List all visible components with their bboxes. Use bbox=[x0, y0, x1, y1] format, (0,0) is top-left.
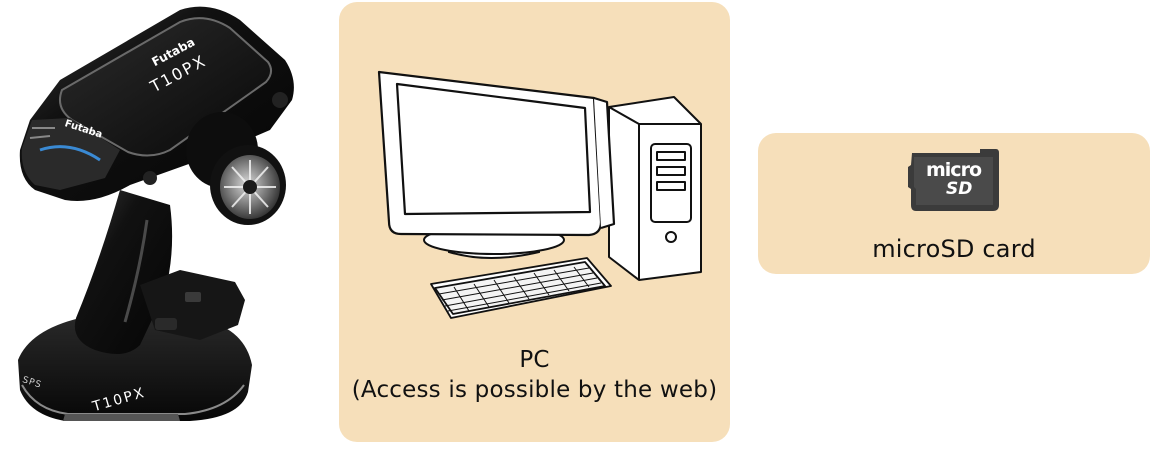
status-light-icon bbox=[39, 145, 101, 162]
base-switch-icon bbox=[155, 318, 177, 330]
transmitter-screen bbox=[59, 17, 272, 157]
microsd-graphic bbox=[908, 149, 999, 211]
pc-caption-note: (Access is possible by the web) bbox=[351, 377, 718, 403]
microsd-panel: micro SD microSD card bbox=[758, 133, 1150, 274]
pc-panel: PC (Access is possible by the web) bbox=[339, 2, 730, 442]
pc-caption: PC (Access is possible by the web) bbox=[339, 345, 730, 405]
pc-icon bbox=[377, 70, 702, 319]
microsd-logo-top: micro bbox=[926, 159, 982, 181]
pc-caption-title: PC bbox=[519, 347, 550, 373]
microsd-logo-bottom: SD bbox=[946, 179, 973, 199]
microsd-card-icon: micro SD bbox=[908, 149, 1000, 215]
transmitter-illustration: Futaba T10PX Futaba T10PX SPS bbox=[0, 0, 300, 449]
keyboard-keys-icon bbox=[438, 266, 602, 312]
transmitter-graphic bbox=[18, 6, 294, 421]
microsd-caption: microSD card bbox=[872, 235, 1036, 263]
pc-illustration bbox=[339, 2, 730, 342]
